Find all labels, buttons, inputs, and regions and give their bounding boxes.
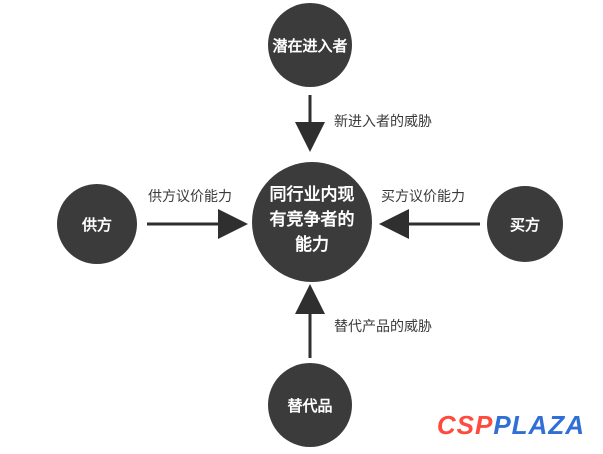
watermark-part1: CSP [436,410,494,440]
edge-label-new-entrants-threat: 新进入者的威胁 [334,114,432,130]
node-new-entrants-label: 潜在进入者 [272,37,347,55]
watermark-part2: PLAZA [493,410,585,440]
node-buyers-label: 买方 [510,216,540,234]
node-buyers [487,186,563,262]
csp-plaza-watermark: CSPPLAZA [437,412,585,438]
node-center-line1: 同行业内现 [270,184,355,205]
node-substitutes-label: 替代品 [287,397,332,415]
edge-label-buyer-power: 买方议价能力 [381,189,465,205]
node-new-entrants [268,3,352,87]
node-suppliers [57,184,137,264]
edge-label-supplier-power: 供方议价能力 [148,189,232,205]
node-center-line2: 有竞争者的 [270,209,355,230]
node-center-line3: 能力 [295,234,329,255]
node-substitutes [268,363,352,447]
node-suppliers-label: 供方 [81,216,112,234]
node-center-rivalry [252,162,372,282]
edge-label-substitute-threat: 替代产品的威胁 [334,319,432,335]
